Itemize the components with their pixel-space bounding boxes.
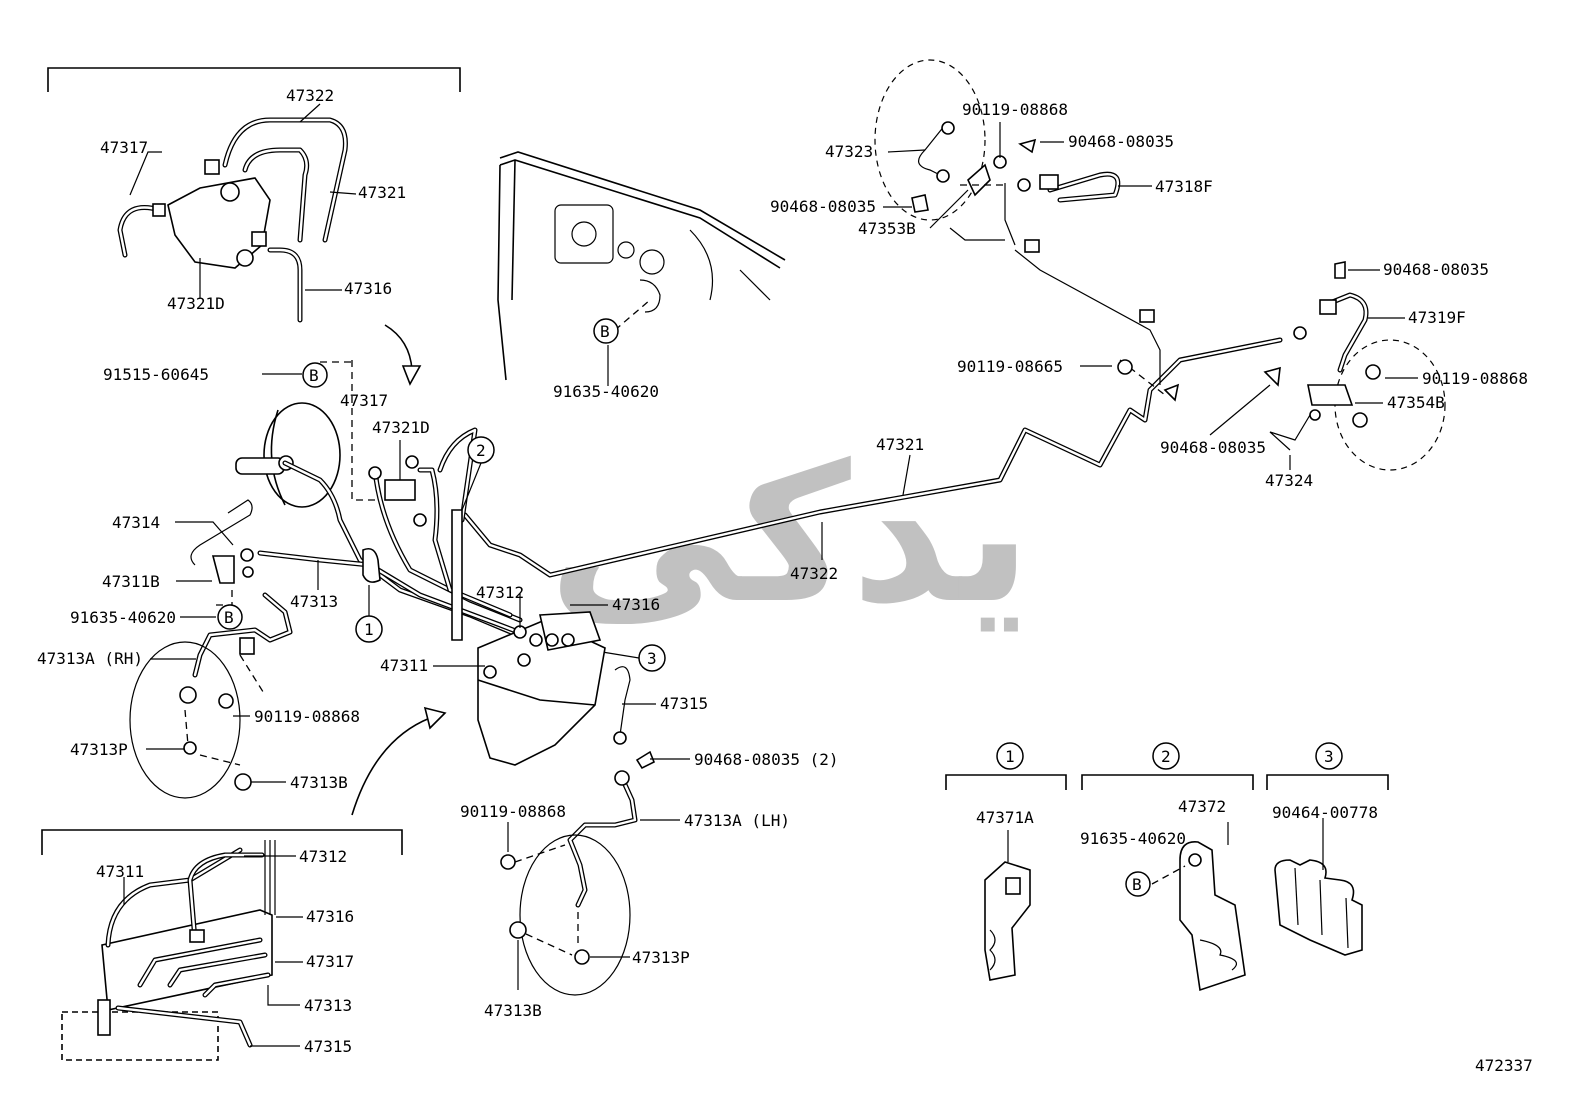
label-47315: 47315 <box>660 694 708 713</box>
front-left-brake-lines <box>129 499 293 799</box>
svg-text:2: 2 <box>1161 747 1171 766</box>
label-91635-clamp: 91635-40620 <box>1080 829 1186 848</box>
label-90119-tr1: 90119-08868 <box>962 100 1068 119</box>
label-47316-inset: 47316 <box>306 907 354 926</box>
leader-47313-inset <box>267 985 300 1006</box>
label-47322-mid: 47322 <box>790 564 838 583</box>
watermark: یدکی <box>548 424 1032 645</box>
label-47317-inset: 47317 <box>306 952 354 971</box>
label-91635-left: 91635-40620 <box>70 608 176 627</box>
callout-3-legend: 3 <box>1315 742 1343 770</box>
label-47311-inset: 47311 <box>96 862 144 881</box>
svg-text:B: B <box>224 608 234 627</box>
label-47354B: 47354B <box>1387 393 1445 412</box>
svg-text:2: 2 <box>476 441 486 460</box>
callout-2-main: 2 <box>461 436 495 511</box>
label-47315-inset: 47315 <box>304 1037 352 1056</box>
callout-b-left: B <box>217 604 243 630</box>
callout-b-left-top: B <box>302 362 328 388</box>
label-90468-mid: 90468-08035 (2) <box>694 750 839 769</box>
label-47313P-left: 47313P <box>70 740 128 759</box>
label-90468-tr2: 90468-08035 <box>770 197 876 216</box>
label-47317-mid: 47317 <box>340 391 388 410</box>
valve-small <box>368 440 427 527</box>
label-47313A-rh: 47313A (RH) <box>37 649 143 668</box>
callout-b-clamp: B <box>1125 871 1151 897</box>
label-91515: 91515-60645 <box>103 365 209 384</box>
label-47321D-top: 47321D <box>167 294 225 313</box>
callout-2-legend: 2 <box>1152 742 1180 770</box>
label-47313A-lh: 47313A (LH) <box>684 811 790 830</box>
label-47322-top: 47322 <box>286 86 334 105</box>
label-47319F: 47319F <box>1408 308 1466 327</box>
arrow-top-inset <box>384 324 413 371</box>
label-47313B-low: 47313B <box>484 1001 542 1020</box>
label-47317-top: 47317 <box>100 138 148 157</box>
svg-text:B: B <box>1132 875 1142 894</box>
leader-90468-tr4 <box>1209 384 1271 436</box>
label-47372: 47372 <box>1178 797 1226 816</box>
label-47321-top: 47321 <box>358 183 406 202</box>
label-47311: 47311 <box>380 656 428 675</box>
leader-47353B <box>929 189 969 229</box>
label-47324: 47324 <box>1265 471 1313 490</box>
label-47321-mid: 47321 <box>876 435 924 454</box>
label-90464: 90464-00778 <box>1272 803 1378 822</box>
arrow-head-top <box>401 365 422 386</box>
svg-text:3: 3 <box>1324 747 1334 766</box>
svg-text:1: 1 <box>364 620 374 639</box>
label-47312: 47312 <box>476 583 524 602</box>
label-47313: 47313 <box>290 592 338 611</box>
svg-text:B: B <box>600 322 610 341</box>
body-panel <box>497 151 786 386</box>
label-47314: 47314 <box>112 513 160 532</box>
inset-top-left <box>47 67 461 323</box>
label-47316-mid: 47316 <box>612 595 660 614</box>
label-90119-tr2: 90119-08868 <box>1422 369 1528 388</box>
diagram-id: 472337 <box>1475 1056 1533 1075</box>
label-47311B: 47311B <box>102 572 160 591</box>
label-47318F: 47318F <box>1155 177 1213 196</box>
arrow-head-bottom <box>423 706 447 730</box>
label-90119-08665: 90119-08665 <box>957 357 1063 376</box>
label-90468-tr3: 90468-08035 <box>1383 260 1489 279</box>
arrow-bottom-inset <box>351 717 431 816</box>
label-47312-inset: 47312 <box>299 847 347 866</box>
label-47313B-left: 47313B <box>290 773 348 792</box>
label-91635-body: 91635-40620 <box>553 382 659 401</box>
leader-47314 <box>175 521 234 546</box>
svg-text:1: 1 <box>1005 747 1015 766</box>
main-pipe-bundle <box>257 337 1283 663</box>
clamp-legend: 1 2 3 <box>945 742 1389 992</box>
callout-1-legend: 1 <box>996 742 1024 770</box>
front-right-brake-lines <box>500 770 638 996</box>
label-90468-tr4: 90468-08035 <box>1160 438 1266 457</box>
label-47316-top: 47316 <box>344 279 392 298</box>
label-47371A: 47371A <box>976 808 1034 827</box>
label-47323: 47323 <box>825 142 873 161</box>
label-90119-left: 90119-08868 <box>254 707 360 726</box>
svg-text:3: 3 <box>647 649 657 668</box>
callout-b-panel: B <box>593 318 619 344</box>
svg-text:B: B <box>309 366 319 385</box>
label-47353B: 47353B <box>858 219 916 238</box>
leader-47321-mid <box>902 454 911 496</box>
brake-booster <box>235 402 341 508</box>
label-90119-low: 90119-08868 <box>460 802 566 821</box>
label-90468-tr1: 90468-08035 <box>1068 132 1174 151</box>
label-47313P-low: 47313P <box>632 948 690 967</box>
label-47321D-mid: 47321D <box>372 418 430 437</box>
label-47313-inset: 47313 <box>304 996 352 1015</box>
rear-brake-upper <box>874 59 1161 385</box>
leader-47323 <box>887 149 926 153</box>
rear-brake-lower <box>1117 261 1446 471</box>
callout-1-main: 1 <box>355 585 383 643</box>
abs-actuator <box>477 611 656 770</box>
